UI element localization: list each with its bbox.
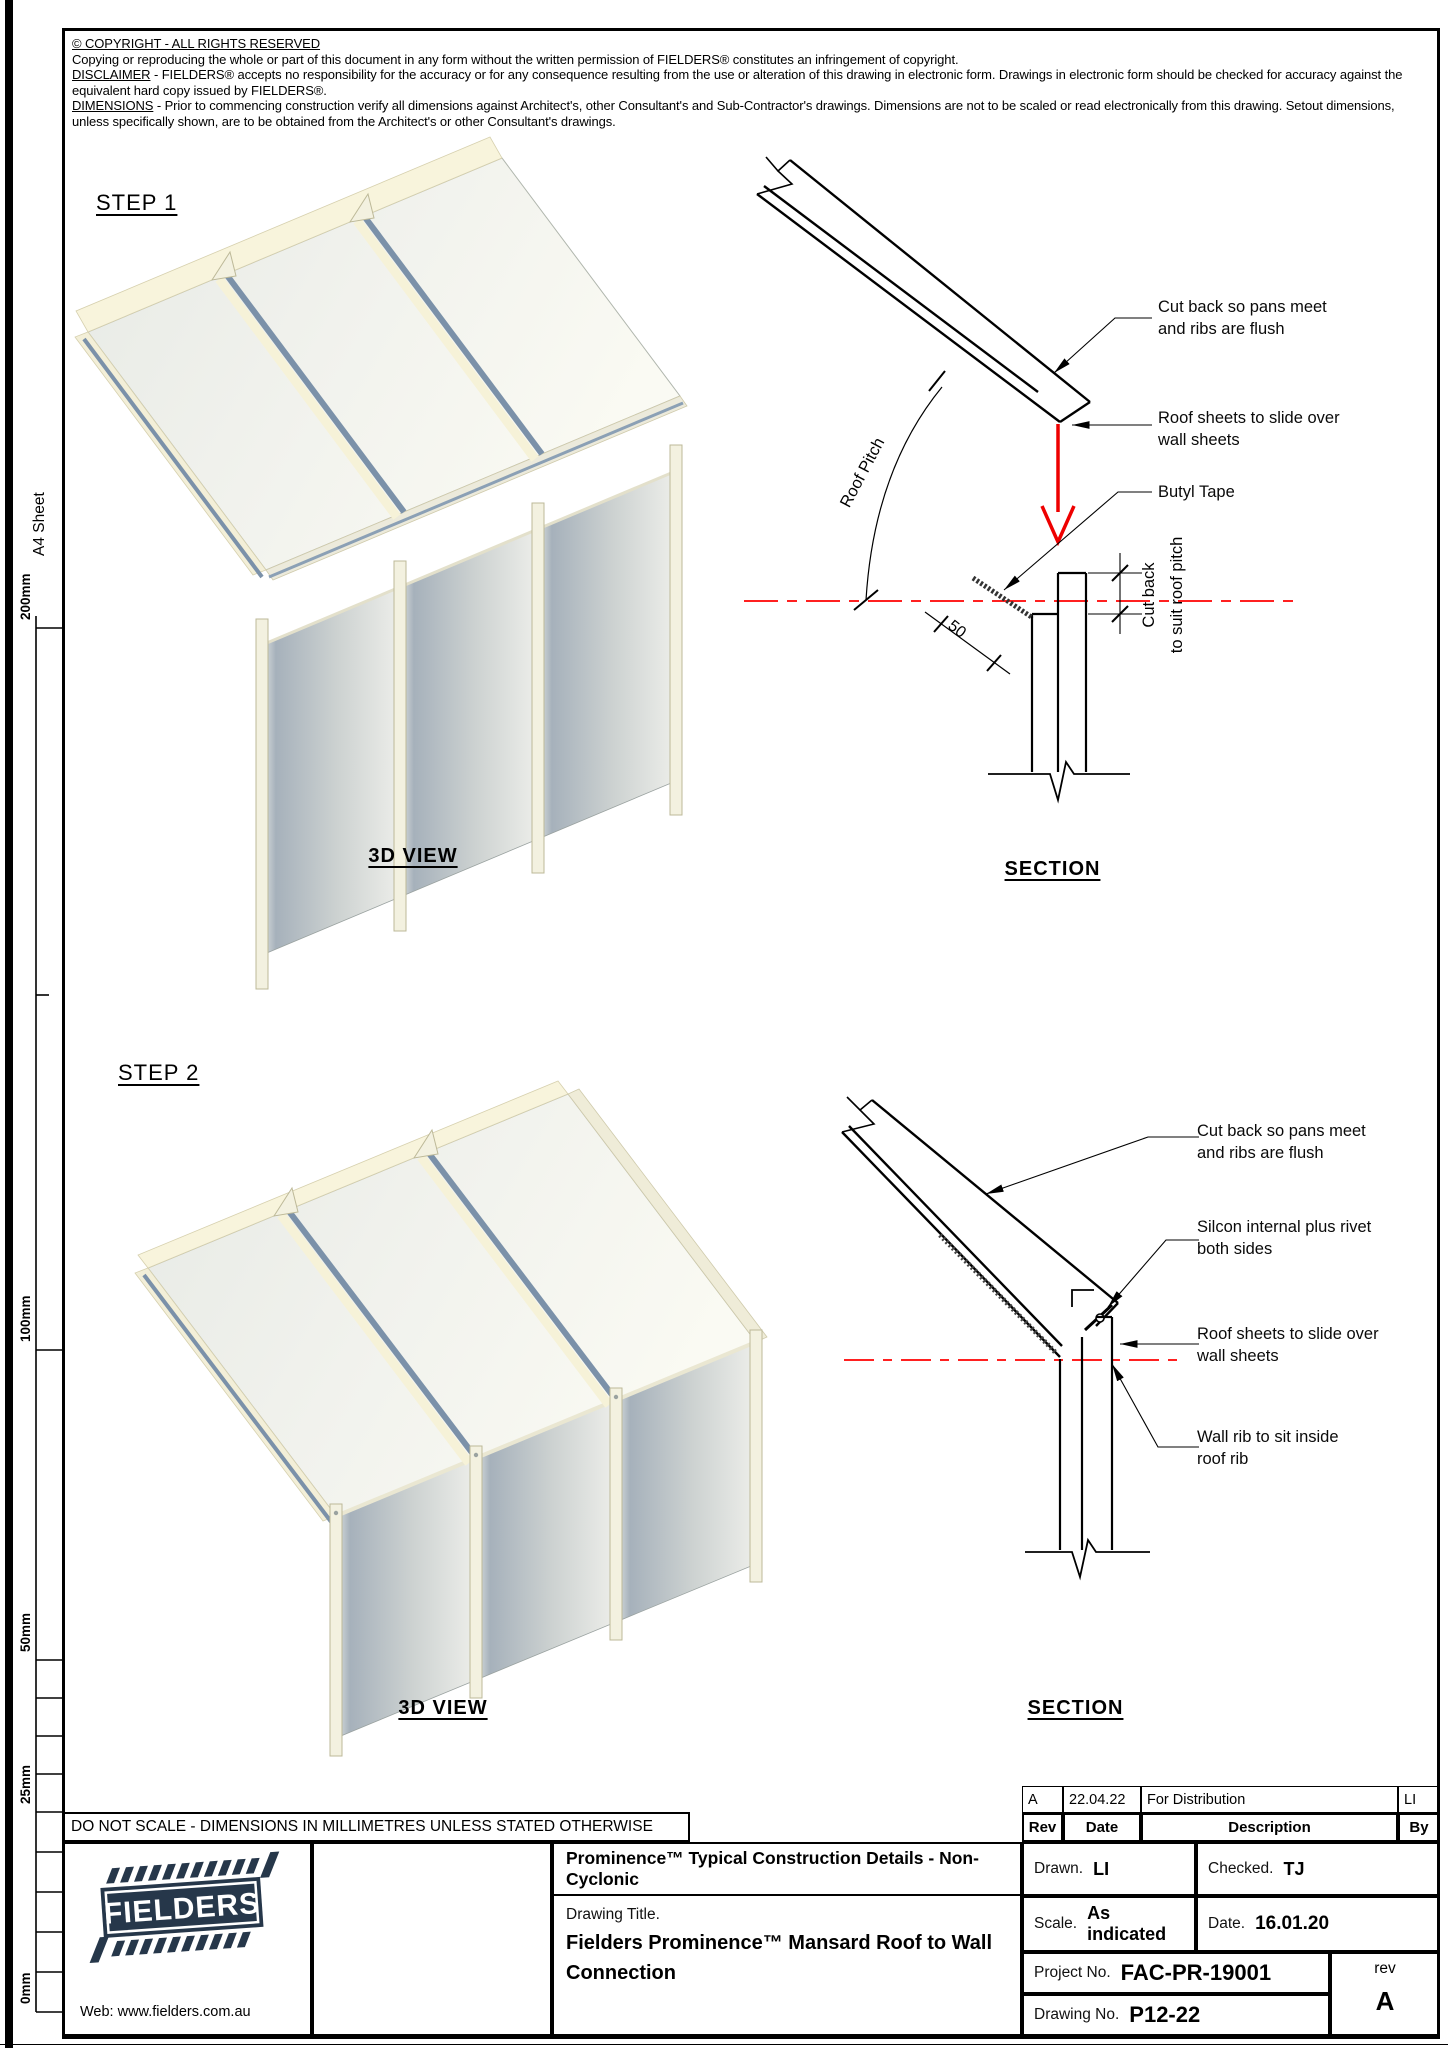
ruler-mark-50: 50mm [18,1613,33,1652]
scale-cell: Scale.As indicated [1022,1896,1196,1952]
title-cell: Prominence™ Typical Construction Details… [552,1842,1022,2036]
logo-hatch-bottom [89,1931,251,1963]
cutback-dim-line2: to suit roof pitch [1168,537,1186,653]
logo-cell: FIELDERS Web: www.fielders.com.au [62,1842,312,2036]
step1-note-butyl: Butyl Tape [1158,483,1235,501]
copyright-body: Copying or reproducing the whole or part… [72,51,959,67]
step1-3d-view [74,136,688,990]
do-not-scale-note: DO NOT SCALE - DIMENSIONS IN MILLIMETRES… [62,1812,690,1842]
disclaimer-note: DISCLAIMER - FIELDERS® accepts no respon… [72,67,1403,98]
logo-hatch-top [106,1851,280,1884]
ruler-mark-200: 200mm [18,573,33,620]
checked-cell: Checked.TJ [1196,1842,1440,1896]
cutback-dim-line1: Cut back [1140,562,1158,628]
empty-cell [312,1842,552,2036]
drawing-title-label: Drawing Title. [566,1906,660,1923]
ruler-sheet-label: A4 Sheet [31,492,48,556]
rev-header-date: Date [1063,1813,1141,1842]
ruler-mark-100: 100mm [18,1295,33,1342]
print-scale-ruler: A4 Sheet 200mm 100mm 50mm 25mm 0mm [18,492,62,2013]
rev-cell: rev A [1330,1952,1440,2036]
copyright-heading: © COPYRIGHT - ALL RIGHTS RESERVED [72,36,321,51]
step2-section-drawing [841,1096,1199,1581]
step2-heading: STEP 2 [118,1060,200,1085]
step1-3d-view-label: 3D VIEW [368,845,458,867]
ruler-mark-25: 25mm [18,1765,33,1804]
dimensions-note: DIMENSIONS - Prior to commencing constru… [72,98,1395,129]
rev-header-description: Description [1141,1813,1398,1842]
step1-section-drawing: Roof Pitch 50 [744,156,1300,804]
fielders-logo: FIELDERS [89,1851,280,1963]
ruler-mark-0: 0mm [18,1972,33,2004]
rev-header-by: By [1398,1813,1440,1842]
page-edge-bar [5,0,13,2048]
date-cell: Date.16.01.20 [1196,1896,1440,1952]
step2-3d-view [134,1080,768,1757]
roof-pitch-label: Roof Pitch [837,435,889,511]
rev-header-rev: Rev [1022,1813,1063,1842]
rev-row-by: LI [1398,1786,1440,1813]
web-address: Web: www.fielders.com.au [80,2004,251,2020]
step2-3d-view-label: 3D VIEW [398,1697,488,1719]
page-bottom-edge [0,2044,1448,2045]
legal-notes: © COPYRIGHT - ALL RIGHTS RESERVED Copyin… [72,36,1434,130]
rev-row-rev: A [1022,1786,1063,1813]
drawing-frame [62,28,1440,2039]
series-title: Prominence™ Typical Construction Details… [554,1844,1020,1896]
rev-label: rev [1374,1960,1396,1977]
step1-section-label: SECTION [1004,858,1101,880]
step1-heading: STEP 1 [96,190,178,215]
project-no-cell: Project No.FAC-PR-19001 [1022,1952,1330,1994]
step2-section-label: SECTION [1027,1697,1124,1719]
rev-row-date: 22.04.22 [1063,1786,1141,1813]
drawing-no-cell: Drawing No.P12-22 [1022,1994,1330,2036]
rev-value: A [1375,1986,1395,2016]
rev-row-description: For Distribution [1141,1786,1398,1813]
drawing-title: Fielders Prominence™ Mansard Roof to Wal… [566,1932,992,1984]
drawn-cell: Drawn.LI [1022,1842,1196,1896]
dim-50-label: 50 [945,617,970,641]
